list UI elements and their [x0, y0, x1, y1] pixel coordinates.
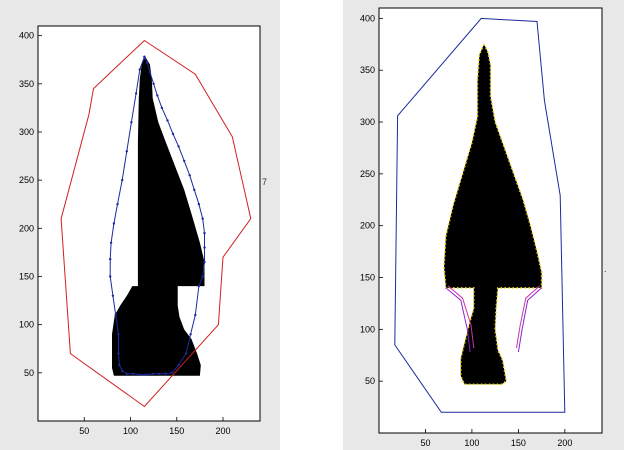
contour-line-series — [394, 17, 566, 413]
contour-line-series — [516, 285, 541, 349]
panel-left: 50 100 150 200 50 100 150 200 250 300 350 400 — [0, 0, 280, 450]
plot-content-left — [60, 39, 252, 408]
x-tick-label: 50 — [79, 426, 89, 436]
x-tick-label: 150 — [169, 426, 184, 436]
y-tick-label: 400 — [360, 13, 375, 23]
marked-contour-series — [110, 57, 204, 375]
y-tick-label: 100 — [360, 324, 375, 334]
y-tick-label: 300 — [360, 117, 375, 127]
y-tick-label: 50 — [24, 368, 34, 378]
contour-line-series — [445, 287, 471, 353]
x-tick-label: 150 — [511, 438, 526, 448]
x-tick-label: 200 — [557, 438, 572, 448]
y-tick-label: 350 — [360, 65, 375, 75]
y-tick-label: 250 — [19, 175, 34, 185]
y-tick-label: 200 — [360, 221, 375, 231]
y-tick-label: 150 — [19, 271, 34, 281]
x-tick-label: 100 — [464, 438, 479, 448]
contour-line-series — [517, 287, 542, 353]
stray-mark-right: . — [604, 264, 607, 274]
y-tick-label: 50 — [365, 376, 375, 386]
filled-silhouette-series — [443, 42, 543, 386]
x-tick-label: 200 — [215, 426, 230, 436]
contour-line-series — [447, 285, 475, 349]
panel-right: 50 100 150 200 50 100 150 200 250 300 350 400 — [343, 0, 624, 450]
y-tick-label: 300 — [19, 127, 34, 137]
y-tick-label: 350 — [19, 79, 34, 89]
y-tick-label: 250 — [360, 169, 375, 179]
contour-line-series — [60, 39, 252, 408]
y-tick-label: 200 — [19, 223, 34, 233]
axis-ticks-left: 50 100 150 200 50 100 150 200 250 300 350 400 — [19, 31, 231, 436]
y-tick-label: 400 — [19, 31, 34, 41]
y-tick-label: 150 — [360, 273, 375, 283]
x-tick-label: 50 — [420, 438, 430, 448]
plot-content-right — [394, 17, 566, 413]
x-tick-label: 100 — [123, 426, 138, 436]
stray-mark-left: 7 — [262, 177, 267, 187]
y-tick-label: 100 — [19, 320, 34, 330]
axis-ticks-right: 50 100 150 200 50 100 150 200 250 300 350 400 — [360, 13, 572, 448]
